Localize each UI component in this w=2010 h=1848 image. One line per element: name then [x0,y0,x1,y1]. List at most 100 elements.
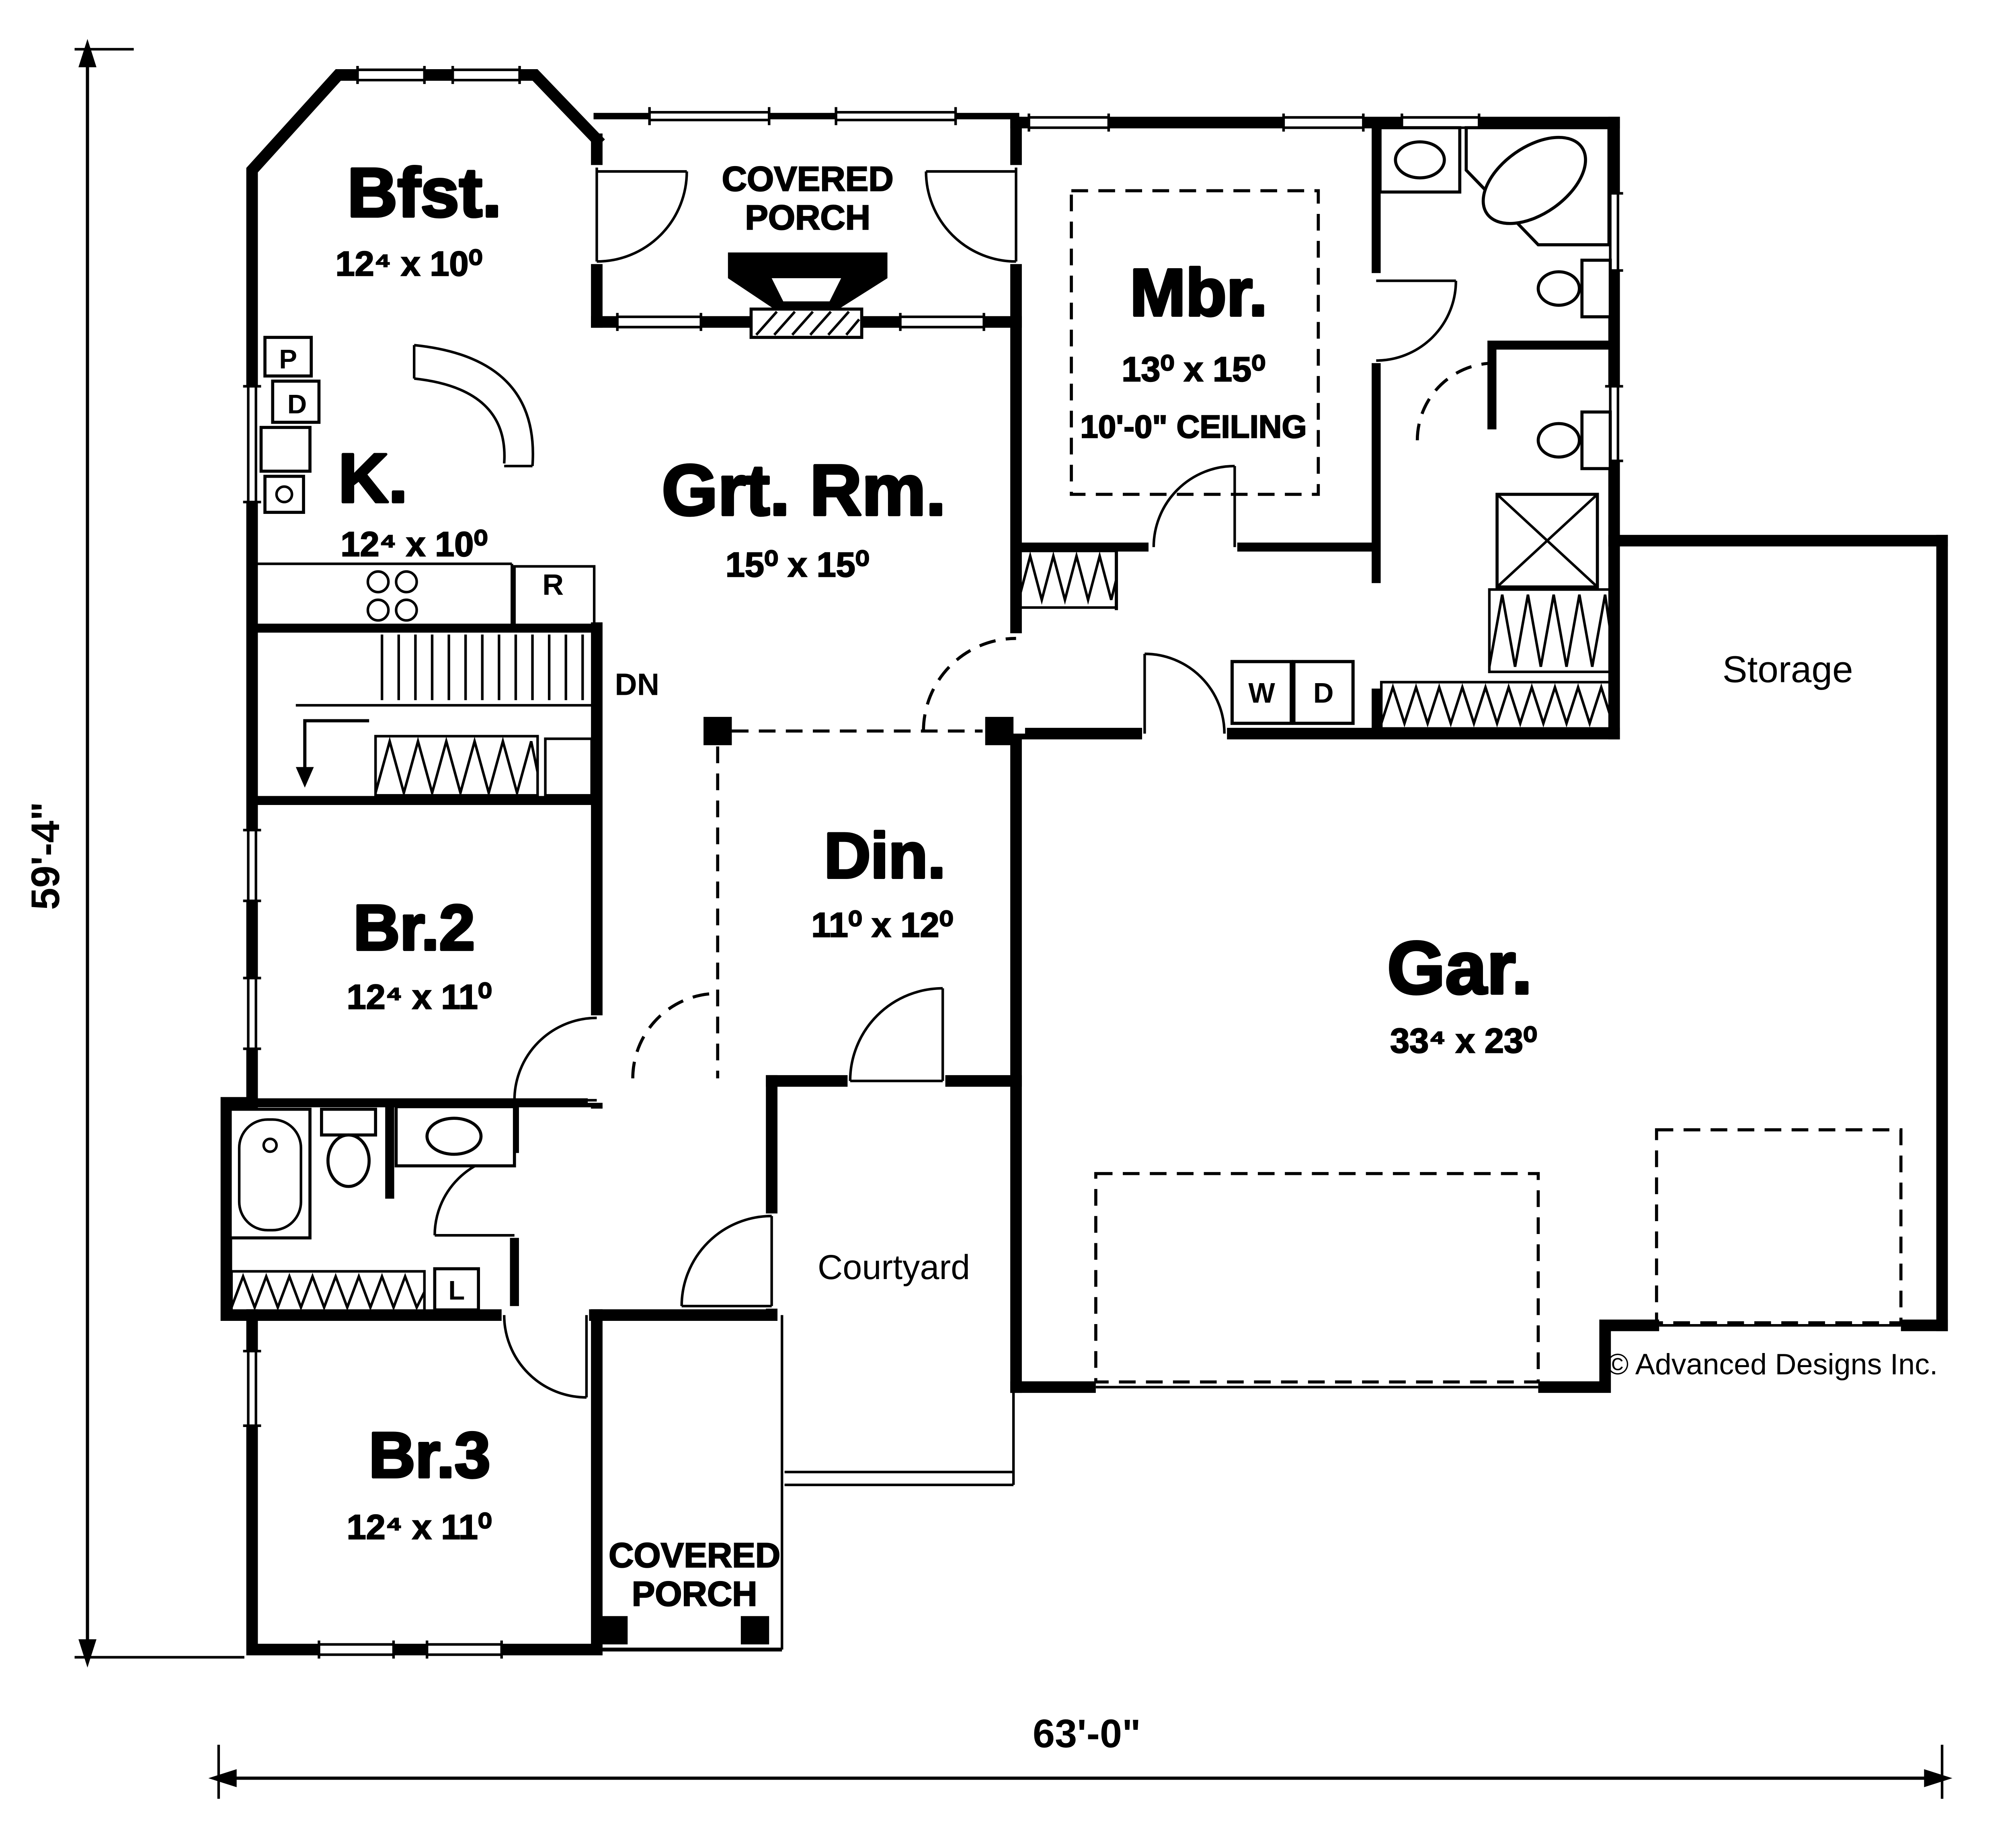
window [835,107,957,125]
porch-post [740,1616,769,1645]
door-br2 [513,1016,597,1102]
door-bfst-porch [597,170,688,263]
hearth [749,307,863,339]
vanity-sink [425,1117,483,1156]
range-label: R [542,568,564,601]
burner [366,598,390,622]
dim-label-height: 59'-4" [23,802,68,910]
room-label-storage: Storage [1723,649,1853,690]
wall-br3 [246,1309,603,1655]
wall-wc [1487,341,1619,429]
burner [395,598,418,622]
dim-arrow [1924,1769,1953,1787]
washer-label: W [1248,677,1275,709]
mbr-ceiling-outline [1070,189,1320,496]
toilet-tank [320,1107,377,1137]
closets [230,549,1612,1314]
dryer-label: D [1313,677,1334,709]
window [1282,113,1365,132]
window [616,313,702,331]
door-master-bath [1376,279,1457,362]
window [425,1641,503,1659]
hearth-hatch [755,310,860,336]
closet-under-stairs [374,735,539,798]
stair-down-arrowhead [295,767,314,788]
labels: Bfst. 12⁴ x 10⁰ K. 12⁴ x 10⁰ Grt. Rm. 15… [23,152,1938,1756]
sink-basin [275,485,293,503]
dim-label-width: 63'-0" [1033,1712,1141,1756]
dim-arrow [78,1639,96,1668]
door-thresholds [595,167,1901,1388]
room-dims-garage: 33⁴ x 23⁰ [1390,1022,1537,1060]
pantry-box [263,336,313,378]
room-label-br3: Br.3 [369,1419,490,1491]
window [243,1349,261,1427]
dryer-box [1292,660,1355,725]
stair-down-arrow-line [303,719,369,770]
stair-closet-door [544,737,593,797]
linen-label: L [448,1275,465,1306]
window [318,1641,395,1659]
window [899,313,985,331]
windows [243,66,1623,1659]
room-label-courtyard: Courtyard [818,1248,970,1287]
toilet-bowl [326,1133,371,1188]
toilet-tank-2 [1580,410,1612,470]
room-label-dining: Din. [824,819,946,891]
room-label-mbr: Mbr. [1130,255,1268,330]
door-porch-mbr-wing [925,170,1016,263]
desk-box [271,380,321,424]
curved-island [412,344,534,468]
dim-ext-left [74,48,244,1659]
credit-text: © Advanced Designs Inc. [1607,1347,1938,1381]
room-dims-bfst: 12⁴ x 10⁰ [336,245,483,283]
fireplace [728,252,888,339]
room-dims-mbr: 13⁰ x 15⁰ [1122,350,1265,389]
closet-master-2 [1380,681,1612,730]
porch-top-label-2: PORCH [745,198,870,237]
dimension-annotations [74,39,1953,1799]
window [243,977,261,1050]
dim-arrow [78,39,96,68]
toilet-tank-1 [1580,259,1612,318]
porch-top-label-1: COVERED [722,160,894,198]
master-sink [1394,140,1446,180]
window [243,829,261,902]
oven-box [259,426,312,473]
master-bath-fixtures [1378,126,1612,589]
door-laundry [1143,652,1226,734]
foyer-cased-arc [631,992,718,1078]
room-dims-kitchen: 12⁴ x 10⁰ [340,525,488,564]
linen-box [433,1267,480,1312]
sink-box [263,474,305,514]
door-br3 [503,1315,588,1399]
washer-box [1230,660,1293,725]
room-label-great-room: Grt. Rm. [662,450,946,530]
corner-tub [1481,136,1587,225]
kitchen-fixtures [252,336,596,630]
burner [366,570,390,593]
door-bath [433,1154,515,1237]
shower-x [1496,493,1598,588]
column-right [985,717,1014,745]
bathtub [228,1107,312,1240]
room-dims-br2: 12⁴ x 11⁰ [347,978,492,1016]
door-entry [680,1215,772,1308]
wc-door-arc [1415,361,1495,441]
stairs [295,634,595,797]
window [356,66,426,84]
room-label-bfst: Bfst. [347,154,502,231]
counter-edge [252,562,513,628]
window [648,107,771,125]
room-label-garage: Gar. [1387,926,1532,1010]
window [1028,113,1110,132]
porch-bottom-label-1: COVERED [609,1536,780,1575]
stairs-dn-label: DN [615,667,659,702]
room-label-br2: Br.2 [353,891,475,963]
pantry-label: P [279,344,297,374]
room-dims-dining: 11⁰ x 12⁰ [811,906,953,945]
room-dims-br3: 12⁴ x 11⁰ [347,1508,492,1546]
greatroom-hall-arc [922,637,1016,731]
